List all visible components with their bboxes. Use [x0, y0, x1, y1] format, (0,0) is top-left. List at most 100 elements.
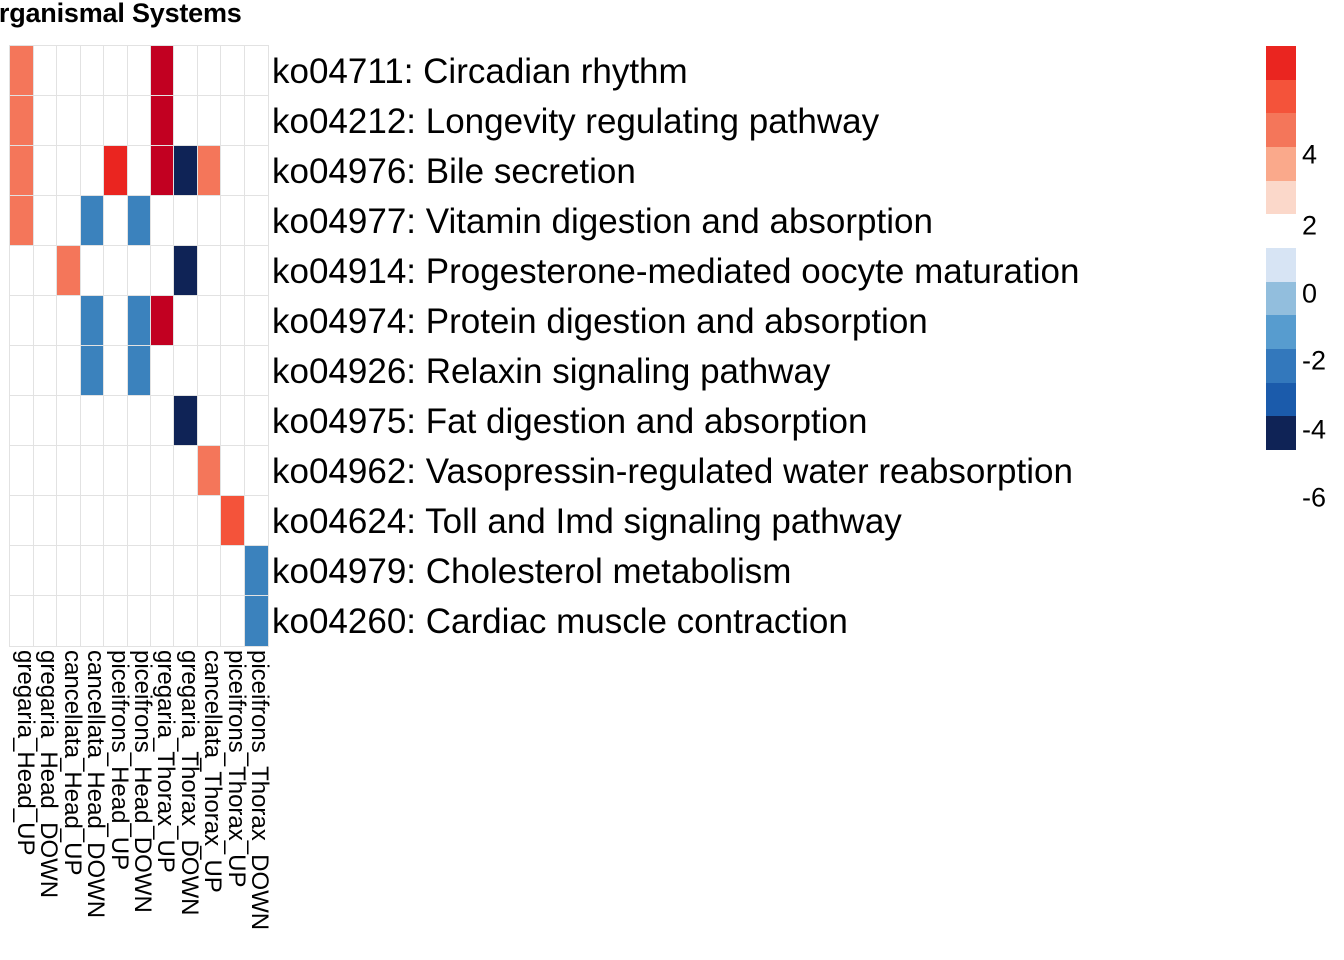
heatmap-cell: [149, 145, 175, 197]
legend-swatch: [1266, 248, 1296, 282]
heatmap-cell: [126, 545, 152, 597]
heatmap-cell: [243, 445, 269, 497]
row-label: ko04260: Cardiac muscle contraction: [272, 601, 848, 641]
heatmap-cell: [32, 545, 58, 597]
heatmap-cell: [9, 95, 35, 147]
heatmap-cell: [56, 195, 82, 247]
heatmap-cell: [220, 145, 246, 197]
heatmap-cell: [149, 95, 175, 147]
heatmap-cell: [149, 595, 175, 647]
heatmap-cell: [79, 595, 105, 647]
heatmap-cell: [173, 245, 199, 297]
heatmap-cell: [32, 45, 58, 97]
column-label-slot: gregaria_Head_UP: [10, 650, 39, 950]
heatmap-cell: [173, 395, 199, 447]
colorbar-legend: [1266, 46, 1296, 451]
heatmap-cell: [126, 195, 152, 247]
heatmap-cell: [196, 195, 222, 247]
heatmap-cell: [56, 95, 82, 147]
heatmap-cell: [79, 195, 105, 247]
legend-swatch: [1266, 79, 1296, 114]
row-label: ko04974: Protein digestion and absorptio…: [272, 301, 928, 341]
legend-tick-label: -2: [1302, 345, 1327, 376]
row-label: ko04979: Cholesterol metabolism: [272, 551, 792, 591]
page-title: hment: Organismal Systems: [0, 0, 242, 28]
heatmap-cell: [196, 45, 222, 97]
row-label: ko04976: Bile secretion: [272, 151, 636, 191]
legend-swatch: [1266, 382, 1296, 417]
heatmap-cell: [220, 595, 246, 647]
heatmap-cell: [56, 495, 82, 547]
heatmap-cell: [126, 595, 152, 647]
row-label: ko04975: Fat digestion and absorption: [272, 401, 868, 441]
heatmap-cell: [196, 345, 222, 397]
heatmap-cell: [126, 45, 152, 97]
heatmap-cell: [103, 495, 129, 547]
legend-tick-label: 2: [1302, 210, 1318, 241]
heatmap-cell: [196, 595, 222, 647]
heatmap-cell: [56, 595, 82, 647]
heatmap-cell: [243, 45, 269, 97]
heatmap-cell: [220, 195, 246, 247]
heatmap-cell: [103, 95, 129, 147]
heatmap-cell: [103, 245, 129, 297]
heatmap-cell: [56, 395, 82, 447]
heatmap-cell: [56, 295, 82, 347]
column-label-slot: cancellata_Head_UP: [57, 650, 86, 950]
row-label: ko04624: Toll and Imd signaling pathway: [272, 501, 902, 541]
heatmap-cell: [79, 145, 105, 197]
heatmap-cell: [9, 595, 35, 647]
column-label-slot: piceifrons_Thorax_UP: [221, 650, 250, 950]
heatmap-cell: [173, 295, 199, 347]
legend-swatch: [1266, 180, 1296, 215]
heatmap-cell: [9, 495, 35, 547]
row-label: ko04711: Circadian rhythm: [272, 51, 688, 91]
heatmap-cell: [103, 595, 129, 647]
heatmap-cell: [103, 395, 129, 447]
heatmap-cell: [9, 395, 35, 447]
row-label: ko04962: Vasopressin-regulated water rea…: [272, 451, 1073, 491]
heatmap-cell: [9, 245, 35, 297]
heatmap-cell: [103, 445, 129, 497]
heatmap-cell: [126, 295, 152, 347]
heatmap-cell: [243, 145, 269, 197]
heatmap-cell: [9, 445, 35, 497]
heatmap-cell: [173, 445, 199, 497]
heatmap-cell: [220, 95, 246, 147]
heatmap-cell: [56, 45, 82, 97]
legend-swatch: [1266, 349, 1296, 383]
heatmap-cell: [173, 95, 199, 147]
heatmap-cell: [103, 195, 129, 247]
heatmap-cell: [243, 395, 269, 447]
heatmap-cell: [32, 195, 58, 247]
heatmap-cell: [103, 345, 129, 397]
legend-swatch: [1266, 46, 1296, 80]
heatmap-cell: [126, 95, 152, 147]
heatmap-cell: [173, 545, 199, 597]
heatmap-cell: [9, 195, 35, 247]
heatmap-cell: [56, 445, 82, 497]
heatmap-cell: [220, 245, 246, 297]
heatmap-cell: [173, 495, 199, 547]
heatmap-cell: [149, 395, 175, 447]
heatmap-cell: [9, 45, 35, 97]
heatmap-cell: [79, 295, 105, 347]
heatmap-cell: [9, 345, 35, 397]
heatmap-cell: [220, 445, 246, 497]
heatmap-grid: [9, 45, 269, 647]
legend-swatch: [1266, 113, 1296, 148]
heatmap-cell: [196, 95, 222, 147]
heatmap-cell: [220, 45, 246, 97]
heatmap-cell: [126, 245, 152, 297]
heatmap-cell: [243, 295, 269, 347]
column-label-slot: piceifrons_Head_UP: [104, 650, 132, 950]
heatmap-cell: [173, 195, 199, 247]
heatmap-cell: [173, 145, 199, 197]
legend-swatch: [1266, 416, 1296, 451]
heatmap-cell: [32, 495, 58, 547]
legend-tick-label: -4: [1302, 414, 1327, 445]
heatmap-cell: [173, 595, 199, 647]
heatmap-cell: [103, 45, 129, 97]
